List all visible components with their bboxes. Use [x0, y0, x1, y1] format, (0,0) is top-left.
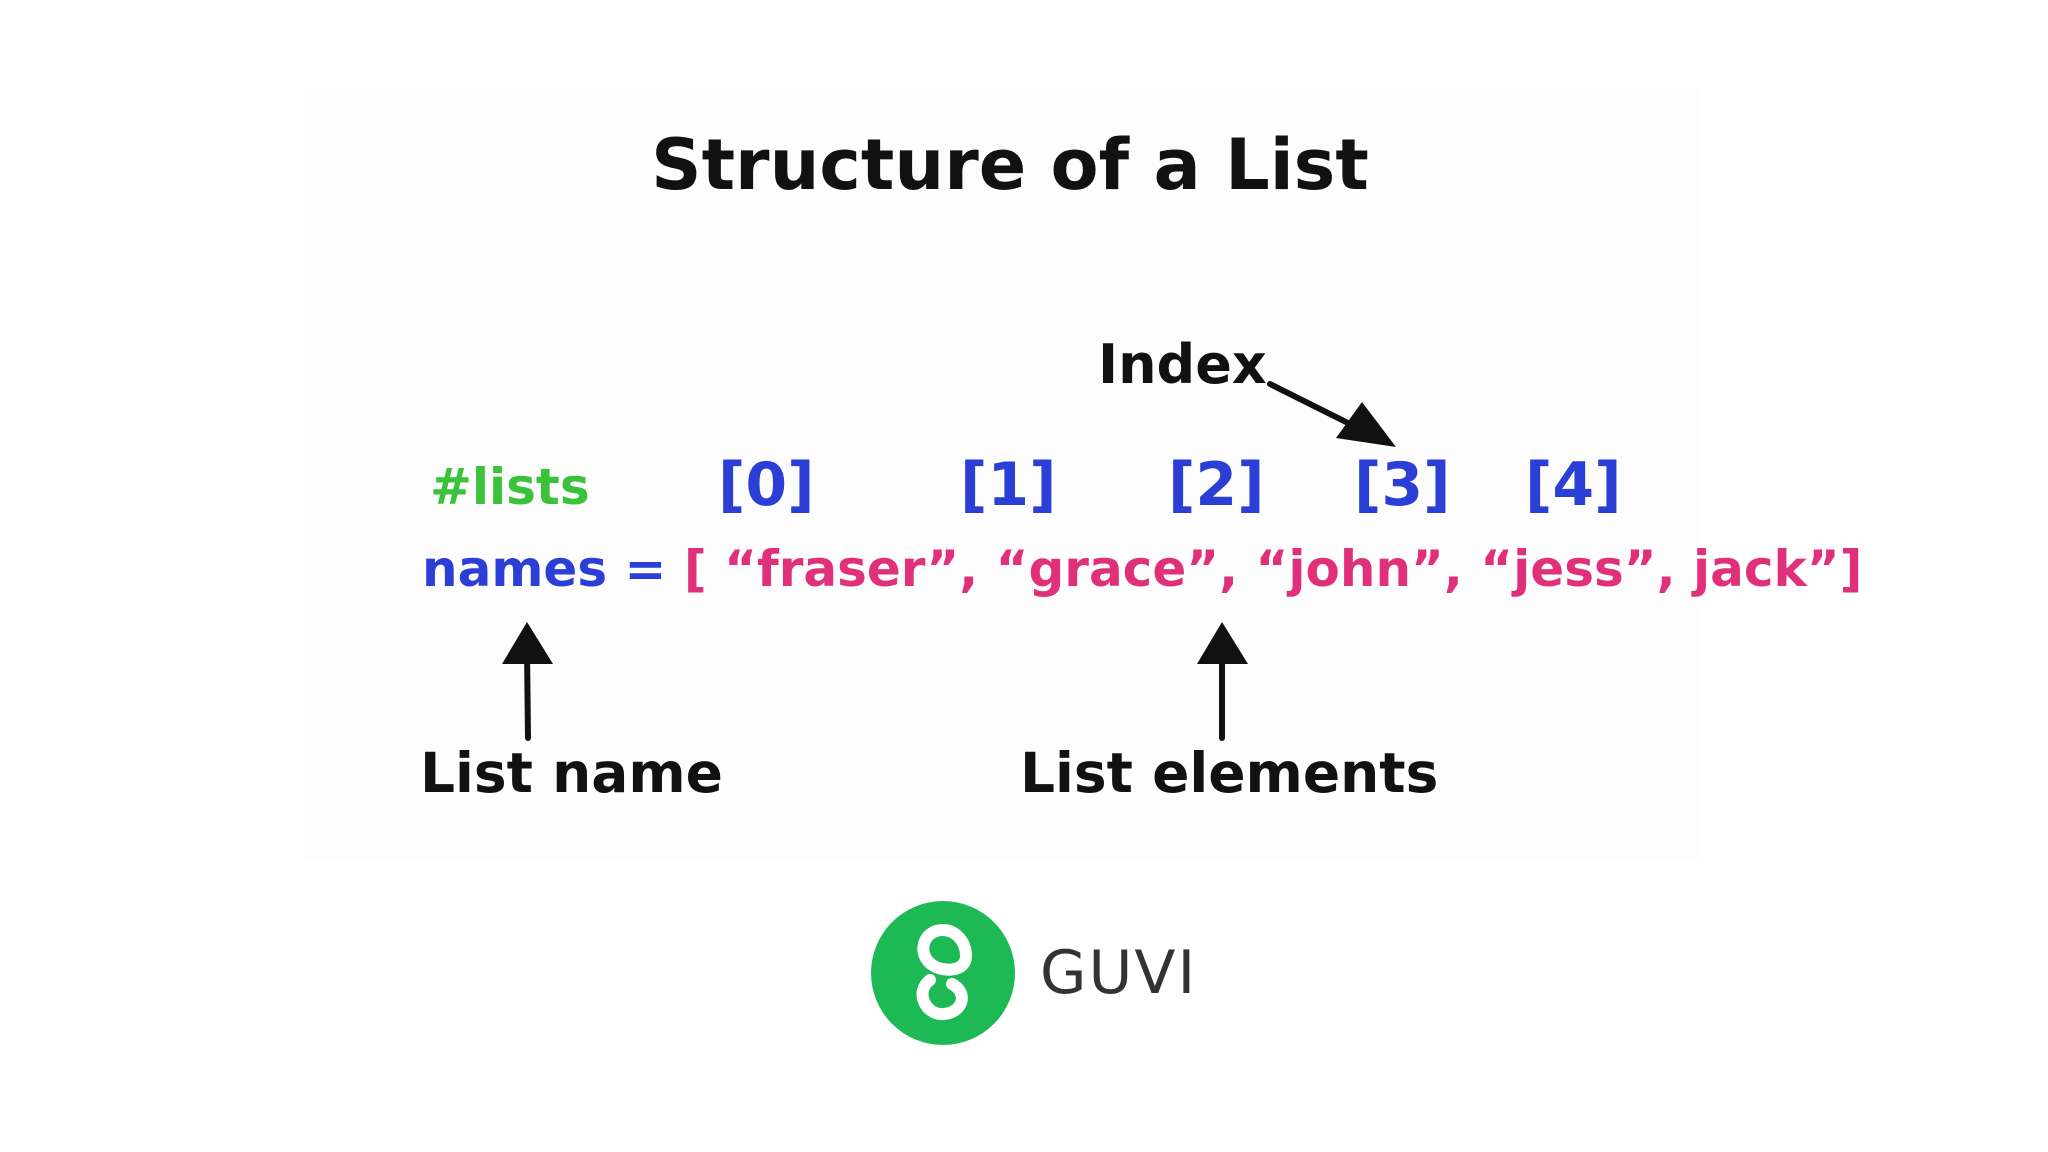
index-label: Index: [1098, 333, 1267, 396]
guvi-logo-icon: [871, 901, 1015, 1045]
list-elements-arrow: [1197, 622, 1248, 741]
index-4: [4]: [1525, 450, 1622, 520]
brand: GUVI: [870, 900, 1197, 1046]
code-line: names = [ “fraser”, “grace”, “john”, “je…: [422, 544, 1862, 594]
index-0: [0]: [718, 450, 815, 520]
diagram-panel: [305, 88, 1700, 858]
list-name-arrow: [502, 622, 553, 741]
index-2: [2]: [1168, 450, 1265, 520]
code-comment: #lists: [430, 458, 590, 516]
page-title: Structure of a List: [651, 124, 1369, 206]
list-variable: names =: [422, 540, 667, 598]
list-elements-label: List elements: [1020, 741, 1439, 805]
index-3: [3]: [1354, 450, 1451, 520]
index-arrow: [1267, 381, 1396, 447]
index-1: [1]: [960, 450, 1057, 520]
brand-name: GUVI: [1040, 938, 1198, 1008]
list-literal: [ “fraser”, “grace”, “john”, “jess”, jac…: [683, 540, 1863, 598]
list-name-label: List name: [420, 741, 723, 805]
